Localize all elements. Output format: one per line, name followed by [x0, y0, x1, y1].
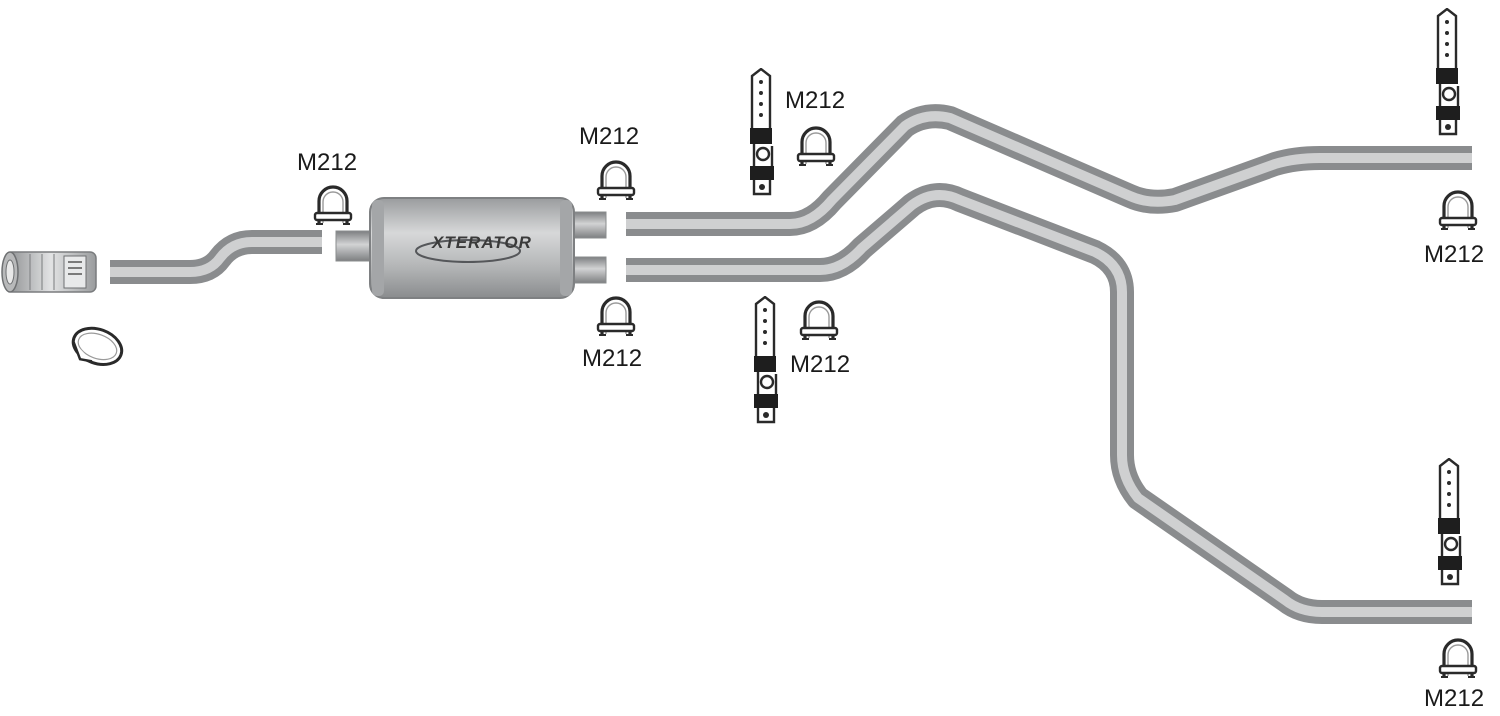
u-bolt-clamp-icon [596, 160, 636, 201]
u-bolt-clamp-icon [796, 126, 836, 167]
clamp-label-hanger-lower: M212 [790, 351, 850, 378]
muffler-outlet-stub-upper [571, 211, 607, 239]
muffler-outlet-stub-lower [571, 256, 607, 284]
hanger-bracket-icon [1434, 8, 1462, 136]
clamp-label-muffler-outlet-upper: M212 [579, 123, 639, 150]
u-bolt-clamp-icon [1438, 190, 1478, 231]
muffler-inlet-stub [335, 230, 373, 262]
hanger-bracket-icon [748, 68, 776, 196]
muffler-brand-text: XTERATOR [431, 233, 532, 252]
u-bolt-clamp-icon [596, 296, 636, 337]
clamp-muffler-outlet-lower: M212 [582, 296, 642, 372]
hanger-bracket-icon [752, 296, 780, 424]
clamp-label-hanger-upper: M212 [785, 87, 845, 114]
clamp-label-inlet: M212 [297, 149, 357, 176]
clamp-muffler-outlet-upper: M212 [579, 123, 639, 201]
muffler-icon: XTERATOR [369, 197, 575, 299]
clamp-label-muffler-outlet-lower: M212 [582, 345, 642, 372]
clamp-inlet: M212 [297, 149, 357, 226]
u-bolt-clamp-icon [313, 185, 353, 226]
flex-coupler-icon [1, 251, 97, 293]
tailpipe-upper-group: M212 [1424, 8, 1484, 268]
clamp-label-tailpipe-upper: M212 [1424, 241, 1484, 268]
pipe-assembly [110, 104, 1472, 624]
u-bolt-clamp-icon [799, 300, 839, 341]
hanger-lower-group: M212 [752, 296, 850, 424]
clamp-label-tailpipe-lower: M212 [1424, 685, 1484, 712]
hanger-upper-group: M212 [748, 68, 845, 196]
tailpipe-lower-group: M212 [1424, 458, 1484, 712]
hanger-bracket-icon [1436, 458, 1464, 586]
band-clamp-icon [71, 326, 124, 366]
u-bolt-clamp-icon [1438, 638, 1478, 679]
lower-tailpipe [626, 183, 1472, 624]
